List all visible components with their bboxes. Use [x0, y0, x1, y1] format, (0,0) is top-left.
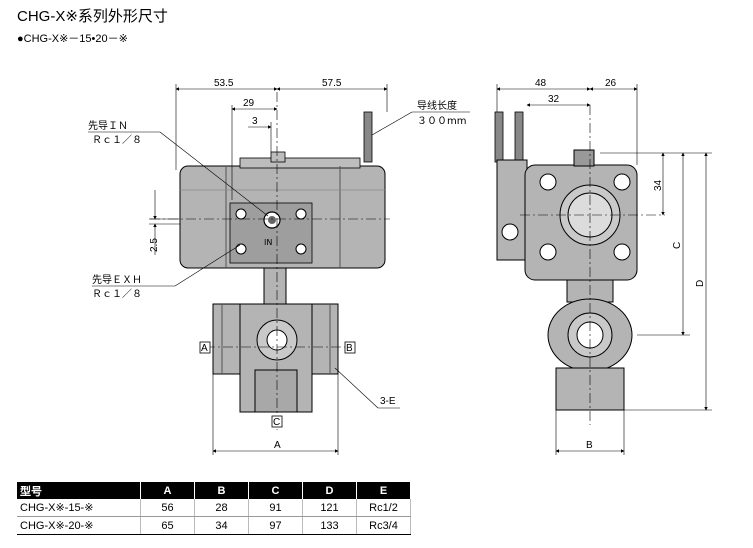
cell-c: 91 [248, 499, 303, 517]
dim-3: 3 [252, 116, 258, 127]
header-c: C [248, 482, 303, 499]
cell-a: 65 [140, 516, 195, 535]
dim-d: D [695, 280, 706, 287]
dim-57-5: 57.5 [322, 78, 342, 89]
cell-e: Rc1/2 [356, 499, 411, 517]
spec-table: 型号 A B C D E CHG-X※-15-※ 56 28 91 121 Rc… [17, 482, 411, 535]
header-e: E [356, 482, 411, 499]
lead-length-value: ３００mm [417, 116, 466, 127]
pilot-in-rc: Ｒｃ１／８ [92, 134, 142, 146]
cell-model: CHG-X※-20-※ [17, 516, 141, 535]
dimension-drawing: IN 53.5 57.5 29 3 2.5 [88, 78, 712, 455]
bolt-icon [295, 208, 307, 220]
page-title: CHG-X※系列外形尺寸 [17, 8, 168, 25]
front-view: IN 53.5 57.5 29 3 2.5 [88, 78, 470, 455]
port-b-label: B [346, 343, 353, 354]
solenoid-cap [270, 151, 286, 163]
header-d: D [302, 482, 357, 499]
cell-a: 56 [140, 499, 195, 517]
in-label: IN [264, 238, 272, 247]
dim-29: 29 [243, 98, 255, 109]
cell-model: CHG-X※-15-※ [17, 499, 141, 517]
bolt-icon [613, 243, 631, 261]
table-row: CHG-X※-15-※ 56 28 91 121 Rc1/2 [17, 499, 411, 517]
dim-c: C [672, 242, 683, 249]
solenoid-block [496, 159, 528, 261]
side-view: 48 26 32 34 C D B [494, 78, 712, 455]
dim-2-5: 2.5 [149, 238, 160, 252]
dim-a: A [274, 440, 281, 451]
bolt-icon [539, 243, 557, 261]
header-a: A [140, 482, 195, 499]
dim-32: 32 [548, 94, 560, 105]
top-indicator [573, 149, 595, 167]
pilot-in-callout: 先导ＩＮ [88, 120, 128, 132]
model-subtitle: ●CHG-X※－15•20－※ [17, 33, 128, 45]
bolt-icon [235, 208, 247, 220]
actuator-top-rail [239, 157, 361, 169]
bolt-icon [613, 173, 631, 191]
dim-48: 48 [535, 78, 547, 89]
bolt-icon [235, 243, 247, 255]
bolt-icon [539, 173, 557, 191]
dim-26: 26 [605, 78, 617, 89]
lead-wire-left [494, 111, 504, 163]
port-c-label: C [273, 417, 280, 428]
cell-e: Rc3/4 [356, 516, 411, 535]
cell-b: 34 [194, 516, 249, 535]
dim-b: B [586, 440, 593, 451]
bolt-icon [295, 243, 307, 255]
pilot-exh-rc: Ｒｃ１／８ [92, 288, 142, 300]
lead-wire-right [514, 111, 524, 163]
table-row: CHG-X※-20-※ 65 34 97 133 Rc3/4 [17, 516, 411, 535]
cell-b: 28 [194, 499, 249, 517]
cell-c: 97 [248, 516, 303, 535]
cell-d: 121 [302, 499, 357, 517]
port-a-label: A [201, 343, 208, 354]
cell-d: 133 [302, 516, 357, 535]
pilot-exh-callout: 先导ＥＸＨ [92, 274, 142, 286]
valve-stem [263, 267, 287, 305]
port-c-boss [254, 369, 298, 413]
dim-3e: 3-E [380, 396, 396, 407]
header-model: 型号 [17, 482, 141, 499]
dim-34: 34 [653, 179, 664, 191]
header-b: B [194, 482, 249, 499]
solenoid-port-icon [501, 223, 519, 241]
dim-53-5: 53.5 [214, 78, 234, 89]
lead-length-callout: 导线长度 [417, 99, 457, 112]
lead-wire [363, 111, 373, 163]
